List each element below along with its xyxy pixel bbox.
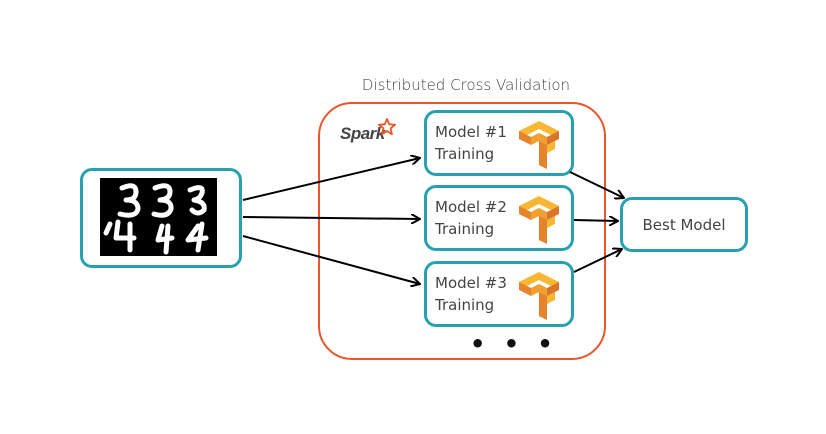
arrow-model-2-to-best [573, 220, 618, 221]
model-3-training-box: Model #3 Training [424, 261, 574, 327]
model-3-status: Training [435, 296, 495, 314]
tensorflow-icon [519, 196, 559, 244]
cross-validation-container [318, 102, 606, 360]
model-2-name: Model #2 [435, 198, 507, 216]
arrow-input-to-model-3 [242, 235, 420, 284]
model-2-training-box: Model #2 Training [424, 185, 574, 251]
cross-validation-title: Distributed Cross Validation [361, 76, 571, 94]
tensorflow-icon [519, 121, 559, 169]
model-1-training-box: Model #1 Training [424, 110, 574, 176]
more-models-ellipsis: • • • [470, 330, 558, 358]
model-1-status: Training [435, 145, 495, 163]
model-1-name: Model #1 [435, 123, 507, 141]
spark-logo: Spark [340, 118, 396, 144]
arrow-input-to-model-1 [242, 158, 420, 201]
spark-logo-text: Spark [340, 124, 385, 143]
best-model-box: Best Model [620, 197, 748, 252]
mnist-digits-icon [103, 183, 209, 255]
spark-star-icon [378, 118, 396, 136]
model-3-name: Model #3 [435, 274, 507, 292]
best-model-label: Best Model [642, 216, 726, 234]
model-2-status: Training [435, 220, 495, 238]
model-3-label: Model #3 Training [435, 272, 507, 316]
arrow-model-3-to-best [573, 249, 622, 273]
arrow-model-1-to-best [569, 171, 624, 198]
model-2-label: Model #2 Training [435, 196, 507, 240]
model-1-label: Model #1 Training [435, 121, 507, 165]
tensorflow-icon [519, 272, 559, 320]
arrow-input-to-model-2 [242, 217, 420, 219]
mnist-digits-image [100, 178, 217, 256]
